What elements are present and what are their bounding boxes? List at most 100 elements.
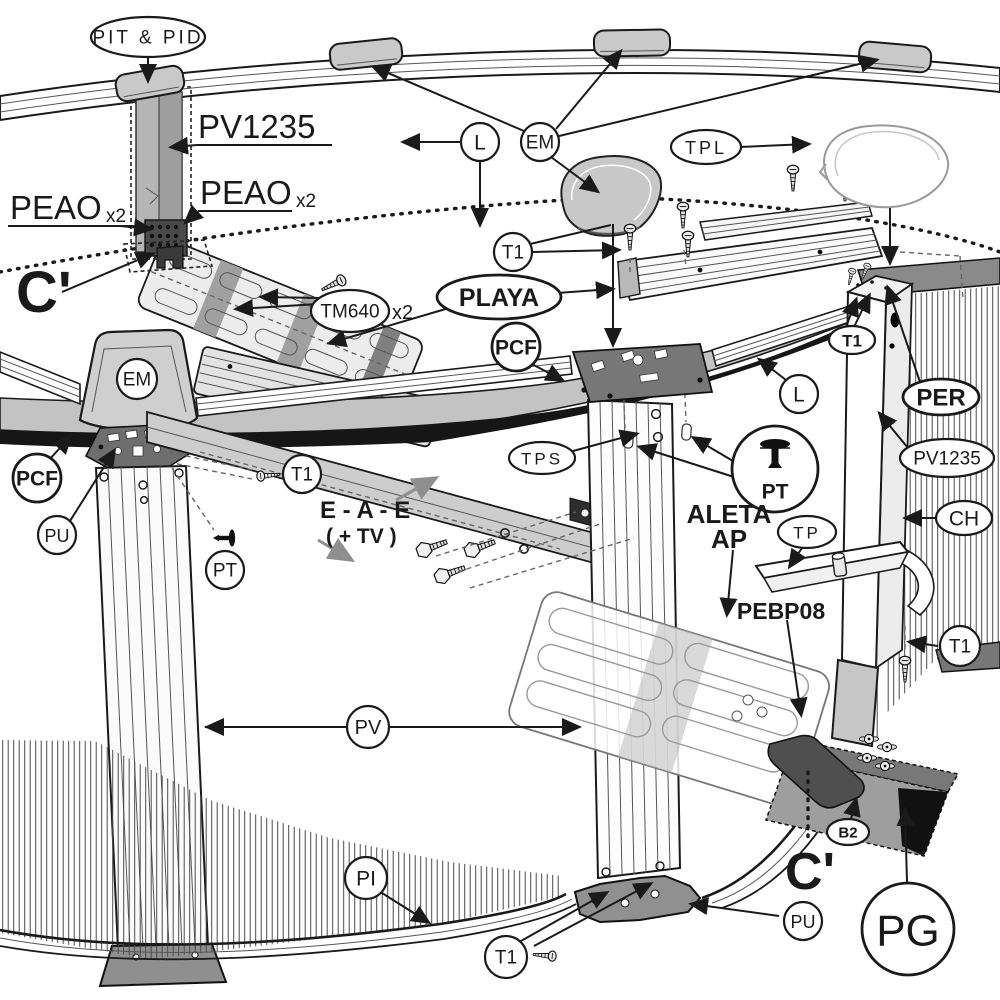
center-plate	[571, 343, 714, 403]
pool-wall-left	[0, 740, 562, 959]
callout-pv1235-right: PV1235	[898, 437, 996, 479]
top-ledge-right	[616, 201, 884, 302]
callout-tps: TPS	[507, 440, 577, 476]
callout-peao-right: PEAO x2	[200, 174, 316, 212]
callout-b2: B2	[825, 817, 871, 847]
callout-per: PER	[901, 377, 981, 417]
rail-joint-cap	[328, 37, 404, 71]
rail-joint-cap	[857, 40, 933, 74]
callout-pv1235-top-label: PV1235	[198, 108, 315, 145]
callout-peao-left: PEAO x2	[10, 189, 126, 227]
svg-text:TPL: TPL	[685, 138, 727, 158]
bolt-icon	[414, 533, 450, 561]
bolt-icon	[432, 559, 468, 587]
callout-tm640: TM640 x2	[309, 288, 413, 334]
left-upright-post	[114, 64, 214, 273]
svg-text:PU: PU	[44, 526, 69, 546]
callout-tp: TP	[776, 514, 838, 550]
svg-text:x2: x2	[392, 302, 413, 324]
svg-text:PV: PV	[355, 717, 382, 739]
bottom-rail-left	[0, 892, 577, 961]
top-cap-right-tpl	[818, 124, 950, 209]
svg-text:L: L	[474, 132, 486, 155]
callout-pit-pid: PIT & PID	[89, 15, 207, 59]
screw-icon	[623, 223, 637, 251]
callout-pcf-center: PCF	[490, 321, 542, 373]
callout-t1-post-top: T1	[827, 324, 877, 356]
top-cap-center	[560, 155, 662, 237]
screw-icon	[532, 948, 558, 963]
callout-aleta-ap: ALETA AP	[687, 499, 772, 554]
svg-text:TM640: TM640	[320, 302, 379, 323]
wingnut-icon	[876, 741, 898, 753]
svg-text:T1: T1	[842, 332, 862, 351]
svg-text:T1: T1	[949, 637, 971, 658]
screw-icon	[844, 267, 857, 286]
screw-icon	[786, 164, 800, 192]
screw-icon	[676, 201, 690, 229]
svg-text:PEAO: PEAO	[200, 174, 292, 211]
svg-text:PCF: PCF	[495, 337, 537, 360]
callout-pebp08: PEBP08	[737, 598, 825, 624]
svg-text:ALETA: ALETA	[687, 499, 772, 529]
svg-text:TP: TP	[793, 524, 821, 543]
callout-em-top: EM	[519, 121, 561, 163]
svg-text:T1: T1	[502, 243, 524, 264]
svg-text:PI: PI	[356, 868, 376, 891]
svg-text:PER: PER	[916, 385, 965, 412]
callout-eae: E - A - E ( + TV )	[320, 497, 410, 548]
rail-joint-cap	[592, 28, 672, 58]
svg-text:L: L	[793, 384, 805, 407]
callout-playa: PLAYA	[435, 273, 563, 321]
svg-text:EM: EM	[526, 133, 555, 154]
callout-pg: PG	[860, 881, 956, 977]
callout-l-top: L	[459, 121, 501, 163]
callout-ch: CH	[934, 499, 994, 537]
svg-text:PG: PG	[876, 907, 940, 956]
callout-pit-pid-label: PIT & PID	[92, 28, 203, 49]
callout-t1-left: T1	[281, 453, 323, 495]
svg-text:C': C'	[16, 260, 72, 325]
svg-text:x2: x2	[106, 206, 126, 227]
svg-text:TPS: TPS	[521, 450, 563, 469]
svg-text:T1: T1	[291, 465, 313, 486]
plank-rivet	[756, 706, 768, 718]
callout-pv: PV	[345, 704, 391, 750]
plank-rivet	[742, 694, 754, 706]
plank-rivet	[731, 710, 743, 722]
callout-pt-big: PT	[730, 424, 820, 514]
callout-l-right: L	[778, 373, 820, 415]
svg-text:PLAYA: PLAYA	[459, 284, 539, 312]
pushpin-big-icon	[760, 439, 790, 468]
callout-pt-left: PT	[204, 549, 246, 591]
svg-text:PT: PT	[762, 481, 789, 504]
callout-pu-bottom: PU	[782, 900, 824, 942]
svg-text:PEAO: PEAO	[10, 189, 102, 226]
svg-text:AP: AP	[711, 524, 747, 554]
svg-text:PV1235: PV1235	[913, 449, 981, 470]
callout-t1-top: T1	[492, 231, 534, 273]
callout-t1-base: T1	[483, 934, 529, 980]
svg-text:x2: x2	[296, 191, 316, 212]
svg-text:PU: PU	[790, 912, 815, 932]
right-post	[830, 251, 964, 748]
svg-text:E - A - E: E - A - E	[320, 497, 410, 524]
bottom-ledge-plank	[508, 591, 830, 807]
svg-text:PT: PT	[213, 561, 238, 582]
callout-tpl: TPL	[669, 128, 743, 166]
callout-pv1235-top: PV1235	[198, 108, 315, 145]
svg-text:B2: B2	[838, 825, 857, 842]
callout-pu-left: PU	[36, 514, 78, 556]
callout-pi: PI	[343, 855, 389, 901]
callout-t1-wall: T1	[938, 624, 982, 668]
svg-text:CH: CH	[949, 508, 979, 531]
callout-pcf-left: PCF	[11, 452, 63, 504]
callout-c-prime-left: C'	[16, 260, 72, 325]
pushpin-icon	[213, 529, 236, 547]
callout-c-prime-right: C'	[785, 843, 835, 901]
front-rail-sections	[0, 303, 864, 417]
svg-text:PEBP08: PEBP08	[737, 598, 825, 624]
leader-lines	[8, 48, 939, 947]
